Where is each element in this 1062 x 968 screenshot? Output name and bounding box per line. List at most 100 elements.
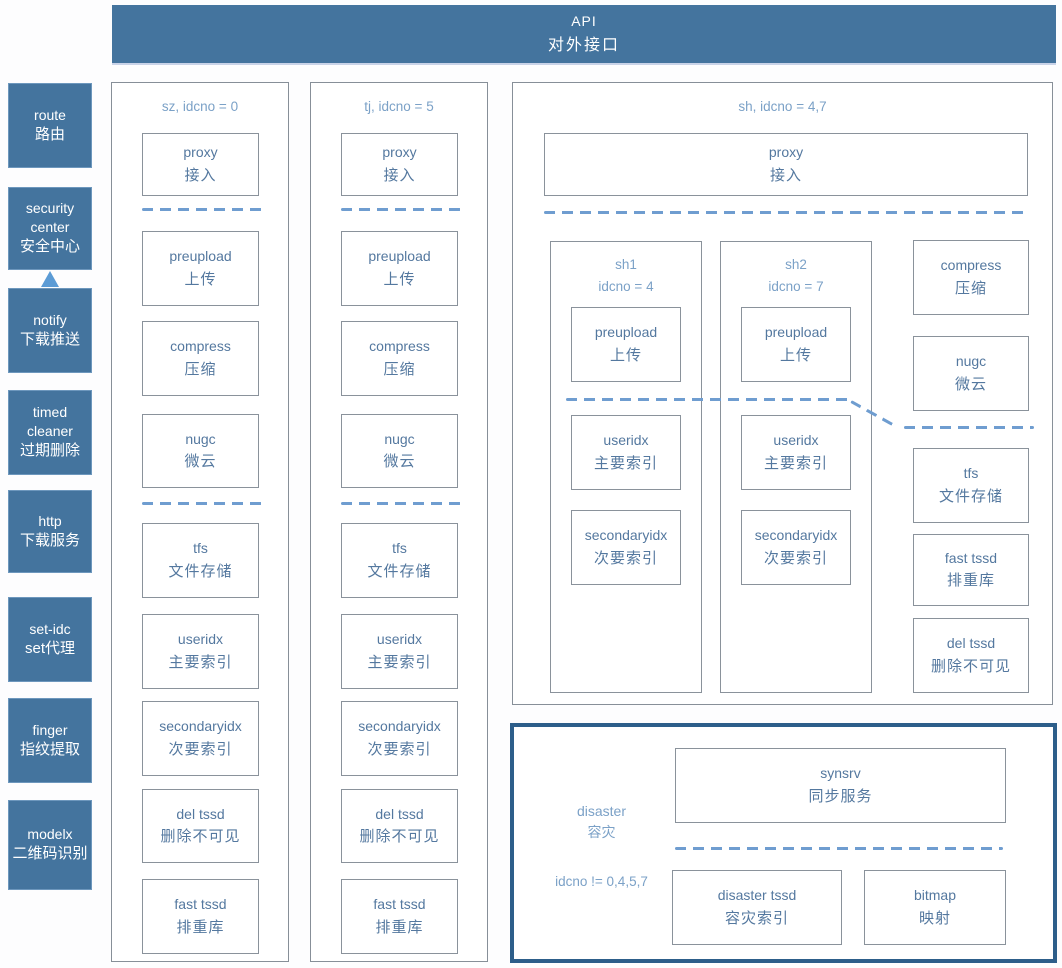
node-label: preupload bbox=[764, 324, 828, 341]
arrow-up-icon bbox=[41, 271, 59, 287]
node-fast-tssd: fast tssd 排重库 bbox=[913, 534, 1029, 606]
sh2-idcno: idcno = 7 bbox=[768, 278, 824, 294]
dashed-divider bbox=[341, 208, 461, 211]
sidebar-item-security-center: security center 安全中心 bbox=[8, 187, 92, 270]
sidebar-item-label: notify bbox=[33, 311, 67, 328]
column-sz-label: sz, idcno = 0 bbox=[161, 99, 239, 114]
node-bitmap: bitmap 映射 bbox=[864, 870, 1006, 945]
node-label-zh: 上传 bbox=[184, 270, 217, 288]
node-label-zh: 删除不可见 bbox=[359, 828, 440, 846]
node-label: useridx bbox=[603, 432, 649, 449]
node-label-zh: 主要索引 bbox=[367, 653, 432, 671]
node-label: proxy bbox=[768, 144, 804, 161]
node-label: useridx bbox=[177, 631, 224, 648]
node-label: tfs bbox=[193, 540, 208, 557]
node-proxy: proxy 接入 bbox=[544, 133, 1028, 196]
node-del-tssd: del tssd 删除不可见 bbox=[913, 618, 1029, 693]
node-label: fast tssd bbox=[373, 896, 426, 913]
node-label: del tssd bbox=[375, 805, 424, 822]
node-label: fast tssd bbox=[174, 896, 227, 913]
node-tfs: tfs 文件存储 bbox=[341, 523, 458, 598]
node-label-zh: 排重库 bbox=[375, 918, 424, 936]
node-label: del tssd bbox=[946, 635, 996, 652]
node-label-zh: 接入 bbox=[184, 166, 217, 184]
node-label: tfs bbox=[963, 465, 979, 482]
sidebar-item-label-zh: 安全中心 bbox=[19, 238, 80, 256]
node-label: fast tssd bbox=[944, 549, 998, 566]
node-label: nugc bbox=[955, 353, 987, 370]
node-label: preupload bbox=[169, 248, 232, 265]
node-secondaryidx: secondaryidx 次要索引 bbox=[142, 701, 259, 776]
node-secondaryidx: secondaryidx 次要索引 bbox=[571, 510, 681, 585]
node-nugc: nugc 微云 bbox=[913, 336, 1029, 411]
sidebar-item-label-zh: 二维码识别 bbox=[12, 845, 88, 863]
node-proxy: proxy 接入 bbox=[341, 133, 458, 196]
node-label-zh: 删除不可见 bbox=[160, 828, 241, 846]
node-label-zh: 排重库 bbox=[946, 572, 995, 590]
node-label: nugc bbox=[185, 430, 216, 447]
column-tj: tj, idcno = 5 proxy 接入 preupload 上传 comp… bbox=[310, 82, 488, 962]
node-label-zh: 映射 bbox=[918, 909, 951, 927]
sidebar-item-label: modelx bbox=[27, 826, 73, 843]
sidebar-item-label-zh: 下载推送 bbox=[19, 330, 80, 348]
node-label: synsrv bbox=[820, 765, 861, 782]
sidebar-item-label: set-idc bbox=[29, 620, 71, 637]
disaster-group: disaster 容灾 idcno != 0,4,5,7 synsrv 同步服务… bbox=[510, 723, 1057, 963]
node-synsrv: synsrv 同步服务 bbox=[675, 748, 1006, 823]
dashed-divider bbox=[566, 398, 852, 401]
disaster-idcno-condition: idcno != 0,4,5,7 bbox=[555, 874, 648, 889]
node-label-zh: 次要索引 bbox=[168, 740, 233, 758]
disaster-group-label: disaster 容灾 bbox=[519, 801, 684, 843]
sh2-name: sh2 bbox=[785, 257, 807, 272]
sidebar-item-timed-cleaner: timed cleaner 过期删除 bbox=[8, 390, 92, 475]
node-label: secondaryidx bbox=[358, 718, 441, 735]
api-header-subtitle: 对外接口 bbox=[547, 37, 620, 54]
node-label-zh: 文件存储 bbox=[938, 487, 1003, 505]
node-label-zh: 微云 bbox=[184, 453, 217, 471]
node-label-zh: 压缩 bbox=[184, 360, 217, 378]
sidebar-item-route: route 路由 bbox=[8, 83, 92, 168]
node-label: useridx bbox=[773, 432, 819, 449]
node-compress: compress 压缩 bbox=[142, 321, 259, 396]
disaster-label-en: disaster bbox=[576, 803, 627, 819]
node-compress: compress 压缩 bbox=[341, 321, 458, 396]
dashed-divider bbox=[675, 847, 1003, 850]
sh1-group-label: sh1 idcno = 4 bbox=[551, 254, 701, 297]
node-preupload: preupload 上传 bbox=[571, 307, 681, 382]
node-label: nugc bbox=[384, 430, 415, 447]
node-label-zh: 文件存储 bbox=[367, 562, 432, 580]
node-disaster-tssd: disaster tssd 容灾索引 bbox=[672, 870, 842, 945]
column-sz: sz, idcno = 0 proxy 接入 preupload 上传 comp… bbox=[111, 82, 289, 962]
node-label-zh: 排重库 bbox=[176, 918, 225, 936]
node-compress: compress 压缩 bbox=[913, 240, 1029, 315]
sidebar-item-notify: notify 下载推送 bbox=[8, 288, 92, 373]
dashed-divider bbox=[904, 426, 1034, 429]
dashed-divider bbox=[544, 211, 1028, 214]
sidebar-item-label: route bbox=[34, 106, 66, 123]
sidebar-item-label-zh: set代理 bbox=[24, 639, 75, 657]
node-useridx: useridx 主要索引 bbox=[341, 614, 458, 689]
node-label: tfs bbox=[392, 540, 407, 557]
sh1-group: sh1 idcno = 4 preupload 上传 useridx 主要索引 … bbox=[550, 241, 702, 693]
sidebar-item-label-zh: 下载服务 bbox=[19, 531, 80, 549]
column-tj-label: tj, idcno = 5 bbox=[364, 99, 434, 114]
node-secondaryidx: secondaryidx 次要索引 bbox=[341, 701, 458, 776]
node-label: secondaryidx bbox=[754, 527, 838, 544]
node-useridx: useridx 主要索引 bbox=[571, 415, 681, 490]
dashed-divider bbox=[142, 502, 262, 505]
node-proxy: proxy 接入 bbox=[142, 133, 259, 196]
node-preupload: preupload 上传 bbox=[341, 231, 458, 306]
sidebar-item-label: timed cleaner bbox=[27, 404, 73, 440]
node-label: secondaryidx bbox=[584, 527, 668, 544]
disaster-label-zh: 容灾 bbox=[587, 824, 616, 840]
node-label-zh: 主要索引 bbox=[168, 653, 233, 671]
sidebar-item-http: http 下载服务 bbox=[8, 490, 92, 573]
node-label-zh: 删除不可见 bbox=[930, 657, 1011, 675]
node-label: proxy bbox=[183, 144, 218, 161]
sidebar-item-label: finger bbox=[32, 721, 68, 738]
sidebar-item-label: security center bbox=[25, 200, 75, 236]
sh1-idcno: idcno = 4 bbox=[598, 278, 654, 294]
api-header-title: API bbox=[571, 13, 597, 29]
node-label: compress bbox=[369, 338, 430, 355]
